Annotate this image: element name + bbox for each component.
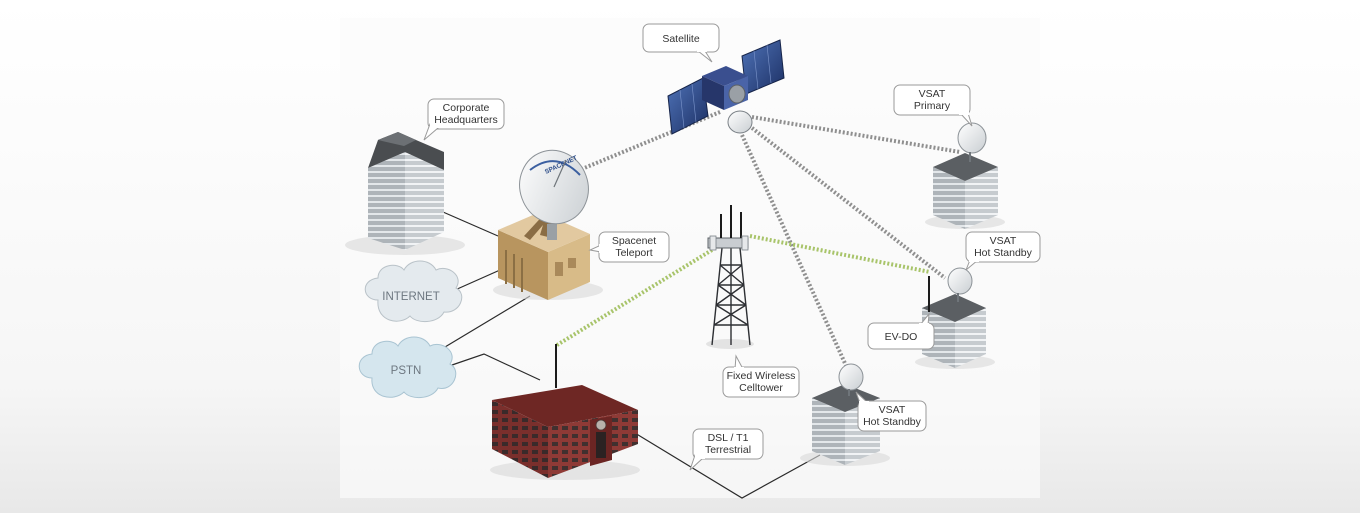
fixed-wireless-celltower [706, 205, 754, 349]
satellite [667, 39, 785, 135]
callout-vsat-hot-standby-right: VSAT Hot Standby [965, 231, 1041, 271]
internet-label: INTERNET [382, 291, 440, 303]
celltower-label-2: Celltower [739, 382, 783, 394]
callout-vsat-primary: VSAT Primary [893, 84, 973, 127]
callout-spacenet-teleport: Spacenet Teleport [588, 231, 670, 263]
satellite-label: Satellite [662, 33, 700, 45]
celltower-label-1: Fixed Wireless [727, 370, 796, 382]
vsat-hot-standby-right-label-1: VSAT [990, 235, 1017, 247]
vsat-primary-building [925, 122, 1005, 229]
vsat-primary-label-2: Primary [914, 100, 951, 112]
callout-ev-do: EV-DO [867, 312, 935, 350]
link-satellite-vsat-primary [751, 115, 961, 154]
link-hq-teleport [442, 211, 499, 237]
wired-links [439, 211, 821, 499]
corporate-hq-label-1: Corporate [443, 102, 490, 114]
link-satellite-vsat-standby-right [750, 126, 947, 280]
pstn-label: PSTN [391, 365, 422, 377]
corporate-hq-label-2: Headquarters [434, 114, 498, 126]
wireless-links [555, 234, 931, 347]
callout-dsl-t1: DSL / T1 Terrestrial [689, 428, 764, 471]
spacenet-teleport-label-2: Teleport [615, 247, 652, 259]
callout-fixed-wireless-celltower: Fixed Wireless Celltower [722, 354, 800, 398]
link-pstn-branch [451, 353, 541, 381]
vsat-hot-standby-bottom-label-2: Hot Standby [863, 416, 922, 428]
vsat-hot-standby-right-label-2: Hot Standby [974, 247, 1033, 259]
ev-do-label: EV-DO [885, 331, 918, 343]
spacenet-teleport-building [493, 208, 603, 300]
link-internet-teleport [454, 269, 501, 291]
vsat-primary-label-1: VSAT [919, 88, 946, 100]
dsl-t1-label-2: Terrestrial [705, 444, 751, 456]
link-tower-evdo [749, 234, 931, 274]
vsat-hot-standby-bottom-label-1: VSAT [879, 404, 906, 416]
link-pstn-teleport [439, 295, 531, 351]
pstn-cloud: PSTN [358, 336, 457, 398]
callout-satellite: Satellite [642, 23, 720, 63]
corporate-hq-building [345, 132, 465, 255]
link-branch-dsl [629, 429, 821, 499]
internet-cloud: INTERNET [364, 260, 463, 322]
branch-office-building [490, 344, 640, 480]
link-satellite-vsat-standby-bottom [740, 134, 850, 371]
callout-vsat-hot-standby-bottom: VSAT Hot Standby [855, 391, 927, 432]
teleport-dish: SPACENET [519, 149, 589, 240]
dsl-t1-label-1: DSL / T1 [708, 432, 749, 444]
callout-corporate-hq: Corporate Headquarters [423, 98, 505, 141]
spacenet-teleport-label-1: Spacenet [612, 235, 656, 247]
